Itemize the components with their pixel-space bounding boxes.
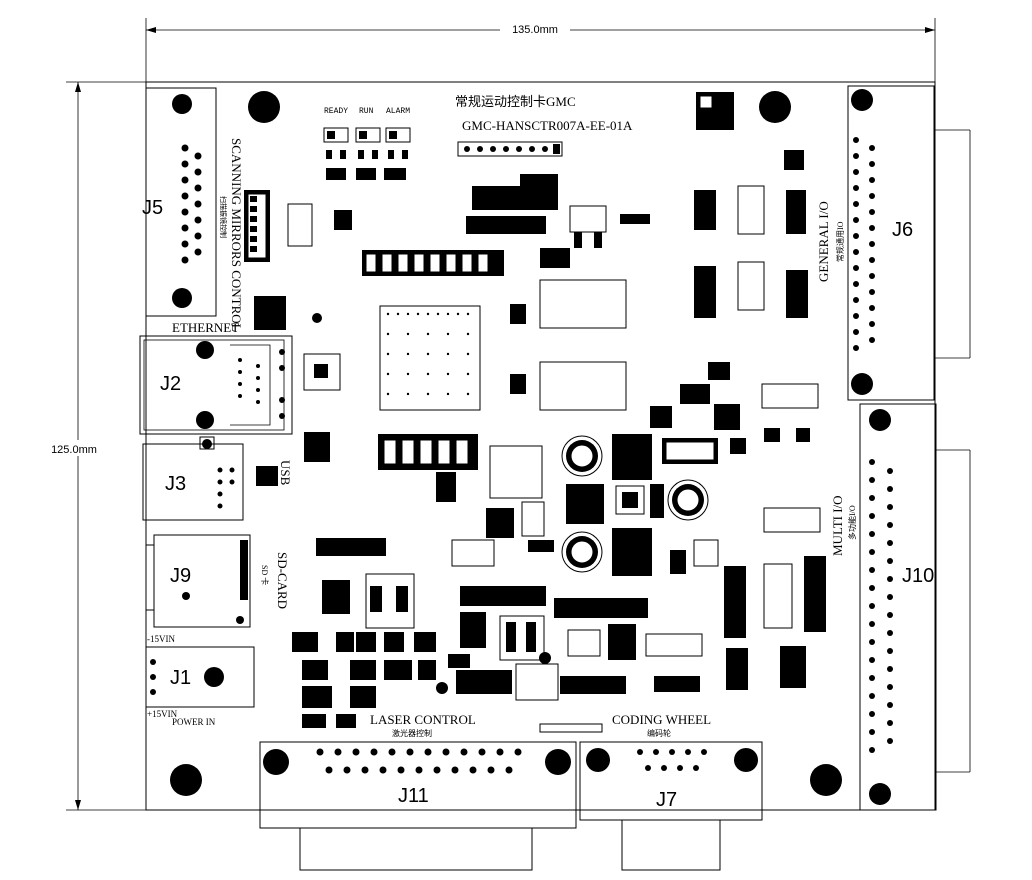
- laser-control-label: LASER CONTROL: [370, 712, 476, 727]
- neg-vin-label: -15VIN: [147, 634, 175, 644]
- connector-j1: [145, 646, 255, 708]
- j7-label: J7: [656, 789, 677, 811]
- sd-card-cn-label: SD 卡: [260, 565, 270, 585]
- connector-j10: [859, 403, 937, 811]
- connector-j5: [145, 87, 217, 317]
- status-leds: READY RUN ALARM: [323, 107, 411, 180]
- connector-j3: [142, 436, 244, 521]
- mounting-holes: [170, 91, 842, 796]
- connector-j11: [259, 741, 577, 871]
- connector-j7: [579, 741, 763, 871]
- general-io-label: GENERAL I/O: [816, 201, 831, 282]
- board-title: 常规运动控制卡GMC: [455, 94, 576, 109]
- general-io-cn-label: 常规通用IO: [835, 221, 845, 262]
- multi-io-label: MULTI I/O: [830, 495, 845, 556]
- multi-io-cn-label: 多功能I/O: [847, 505, 857, 540]
- power-in-label: POWER IN: [172, 717, 216, 727]
- coding-wheel-label: CODING WHEEL: [612, 712, 711, 727]
- height-dimension: 125.0mm: [51, 444, 97, 456]
- j1-label: J1: [170, 667, 191, 689]
- led-ready-label: READY: [324, 107, 348, 116]
- connector-j9: [145, 534, 251, 628]
- connector-j2: [139, 335, 293, 435]
- ethernet-label: ETHERNET: [172, 320, 239, 335]
- width-dimension: 135.0mm: [512, 24, 558, 36]
- j2-label: J2: [160, 373, 181, 395]
- j6-label: J6: [892, 219, 913, 241]
- pin-header: [457, 141, 563, 157]
- led-alarm-label: ALARM: [386, 107, 410, 116]
- smd-components: [244, 92, 826, 733]
- j3-label: J3: [165, 473, 186, 495]
- j10-label: J10: [902, 565, 934, 587]
- j11-label: J11: [398, 785, 429, 807]
- j9-label: J9: [170, 565, 191, 587]
- board-part-number: GMC-HANSCTR007A-EE-01A: [462, 118, 633, 133]
- pos-vin-label: +15VIN: [147, 709, 178, 719]
- usb-label: USB: [278, 460, 293, 486]
- scanning-mirrors-label: SCANNING MIRRORS CONTROL: [229, 138, 244, 332]
- board-outline: [145, 81, 936, 811]
- scanning-mirrors-cn-label: 扫描振镜控制: [219, 196, 228, 238]
- coding-wheel-cn-label: 编码轮: [647, 728, 671, 738]
- led-run-label: RUN: [359, 107, 374, 116]
- j5-label: J5: [142, 197, 163, 219]
- sd-card-label: SD-CARD: [275, 552, 290, 609]
- connector-j6: [847, 85, 935, 401]
- laser-control-cn-label: 激光器控制: [392, 728, 432, 738]
